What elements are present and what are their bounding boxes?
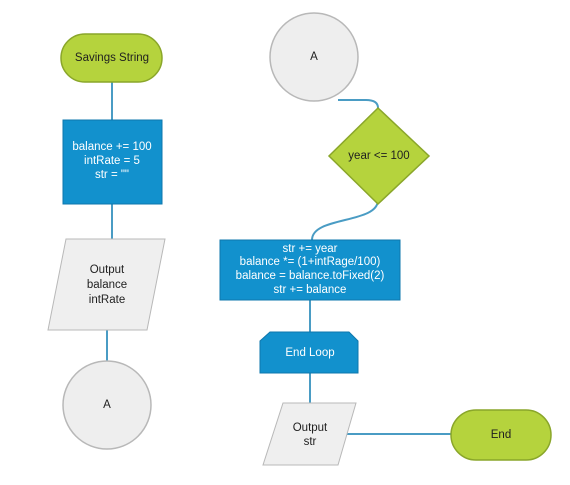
- output-io-right[interactable]: Output str: [262, 402, 357, 466]
- loop-decision-diamond[interactable]: year <= 100: [327, 106, 431, 206]
- init-process-box[interactable]: balance += 100 intRate = 5 str = "": [62, 119, 163, 205]
- connector-a-left-label: A: [103, 399, 111, 411]
- start-terminal[interactable]: Savings String: [60, 33, 163, 83]
- connector-a-right-label: A: [310, 51, 318, 63]
- loop-line-3: balance = balance.toFixed(2): [236, 270, 385, 282]
- output-right-line-2: str: [304, 436, 317, 448]
- edges: [106, 82, 452, 435]
- output-left-line-1: Output: [90, 264, 125, 276]
- edge-connector-a-to-decision: [338, 99, 379, 112]
- connector-a-left[interactable]: A: [62, 360, 152, 450]
- connector-a-right[interactable]: A: [269, 12, 359, 102]
- end-terminal[interactable]: End: [450, 409, 552, 461]
- loop-process-box[interactable]: str += year balance *= (1+intRage/100) b…: [219, 239, 401, 301]
- end-loop-box[interactable]: End Loop: [259, 331, 359, 374]
- output-left-line-3: intRate: [89, 294, 125, 306]
- loop-line-4: str += balance: [274, 284, 347, 296]
- init-line-1: balance += 100: [72, 141, 151, 153]
- output-left-line-2: balance: [87, 279, 127, 291]
- loop-condition-label: year <= 100: [348, 150, 409, 162]
- loop-line-2: balance *= (1+intRage/100): [240, 256, 381, 268]
- start-terminal-label: Savings String: [75, 52, 149, 64]
- loop-line-1: str += year: [283, 243, 338, 255]
- init-line-3: str = "": [95, 169, 129, 181]
- end-loop-label: End Loop: [285, 347, 334, 359]
- output-right-line-1: Output: [293, 422, 328, 434]
- output-io-left[interactable]: Output balance intRate: [47, 238, 166, 331]
- edge-decision-to-loop-process: [311, 199, 379, 241]
- end-terminal-label: End: [491, 429, 511, 441]
- init-line-2: intRate = 5: [84, 155, 140, 167]
